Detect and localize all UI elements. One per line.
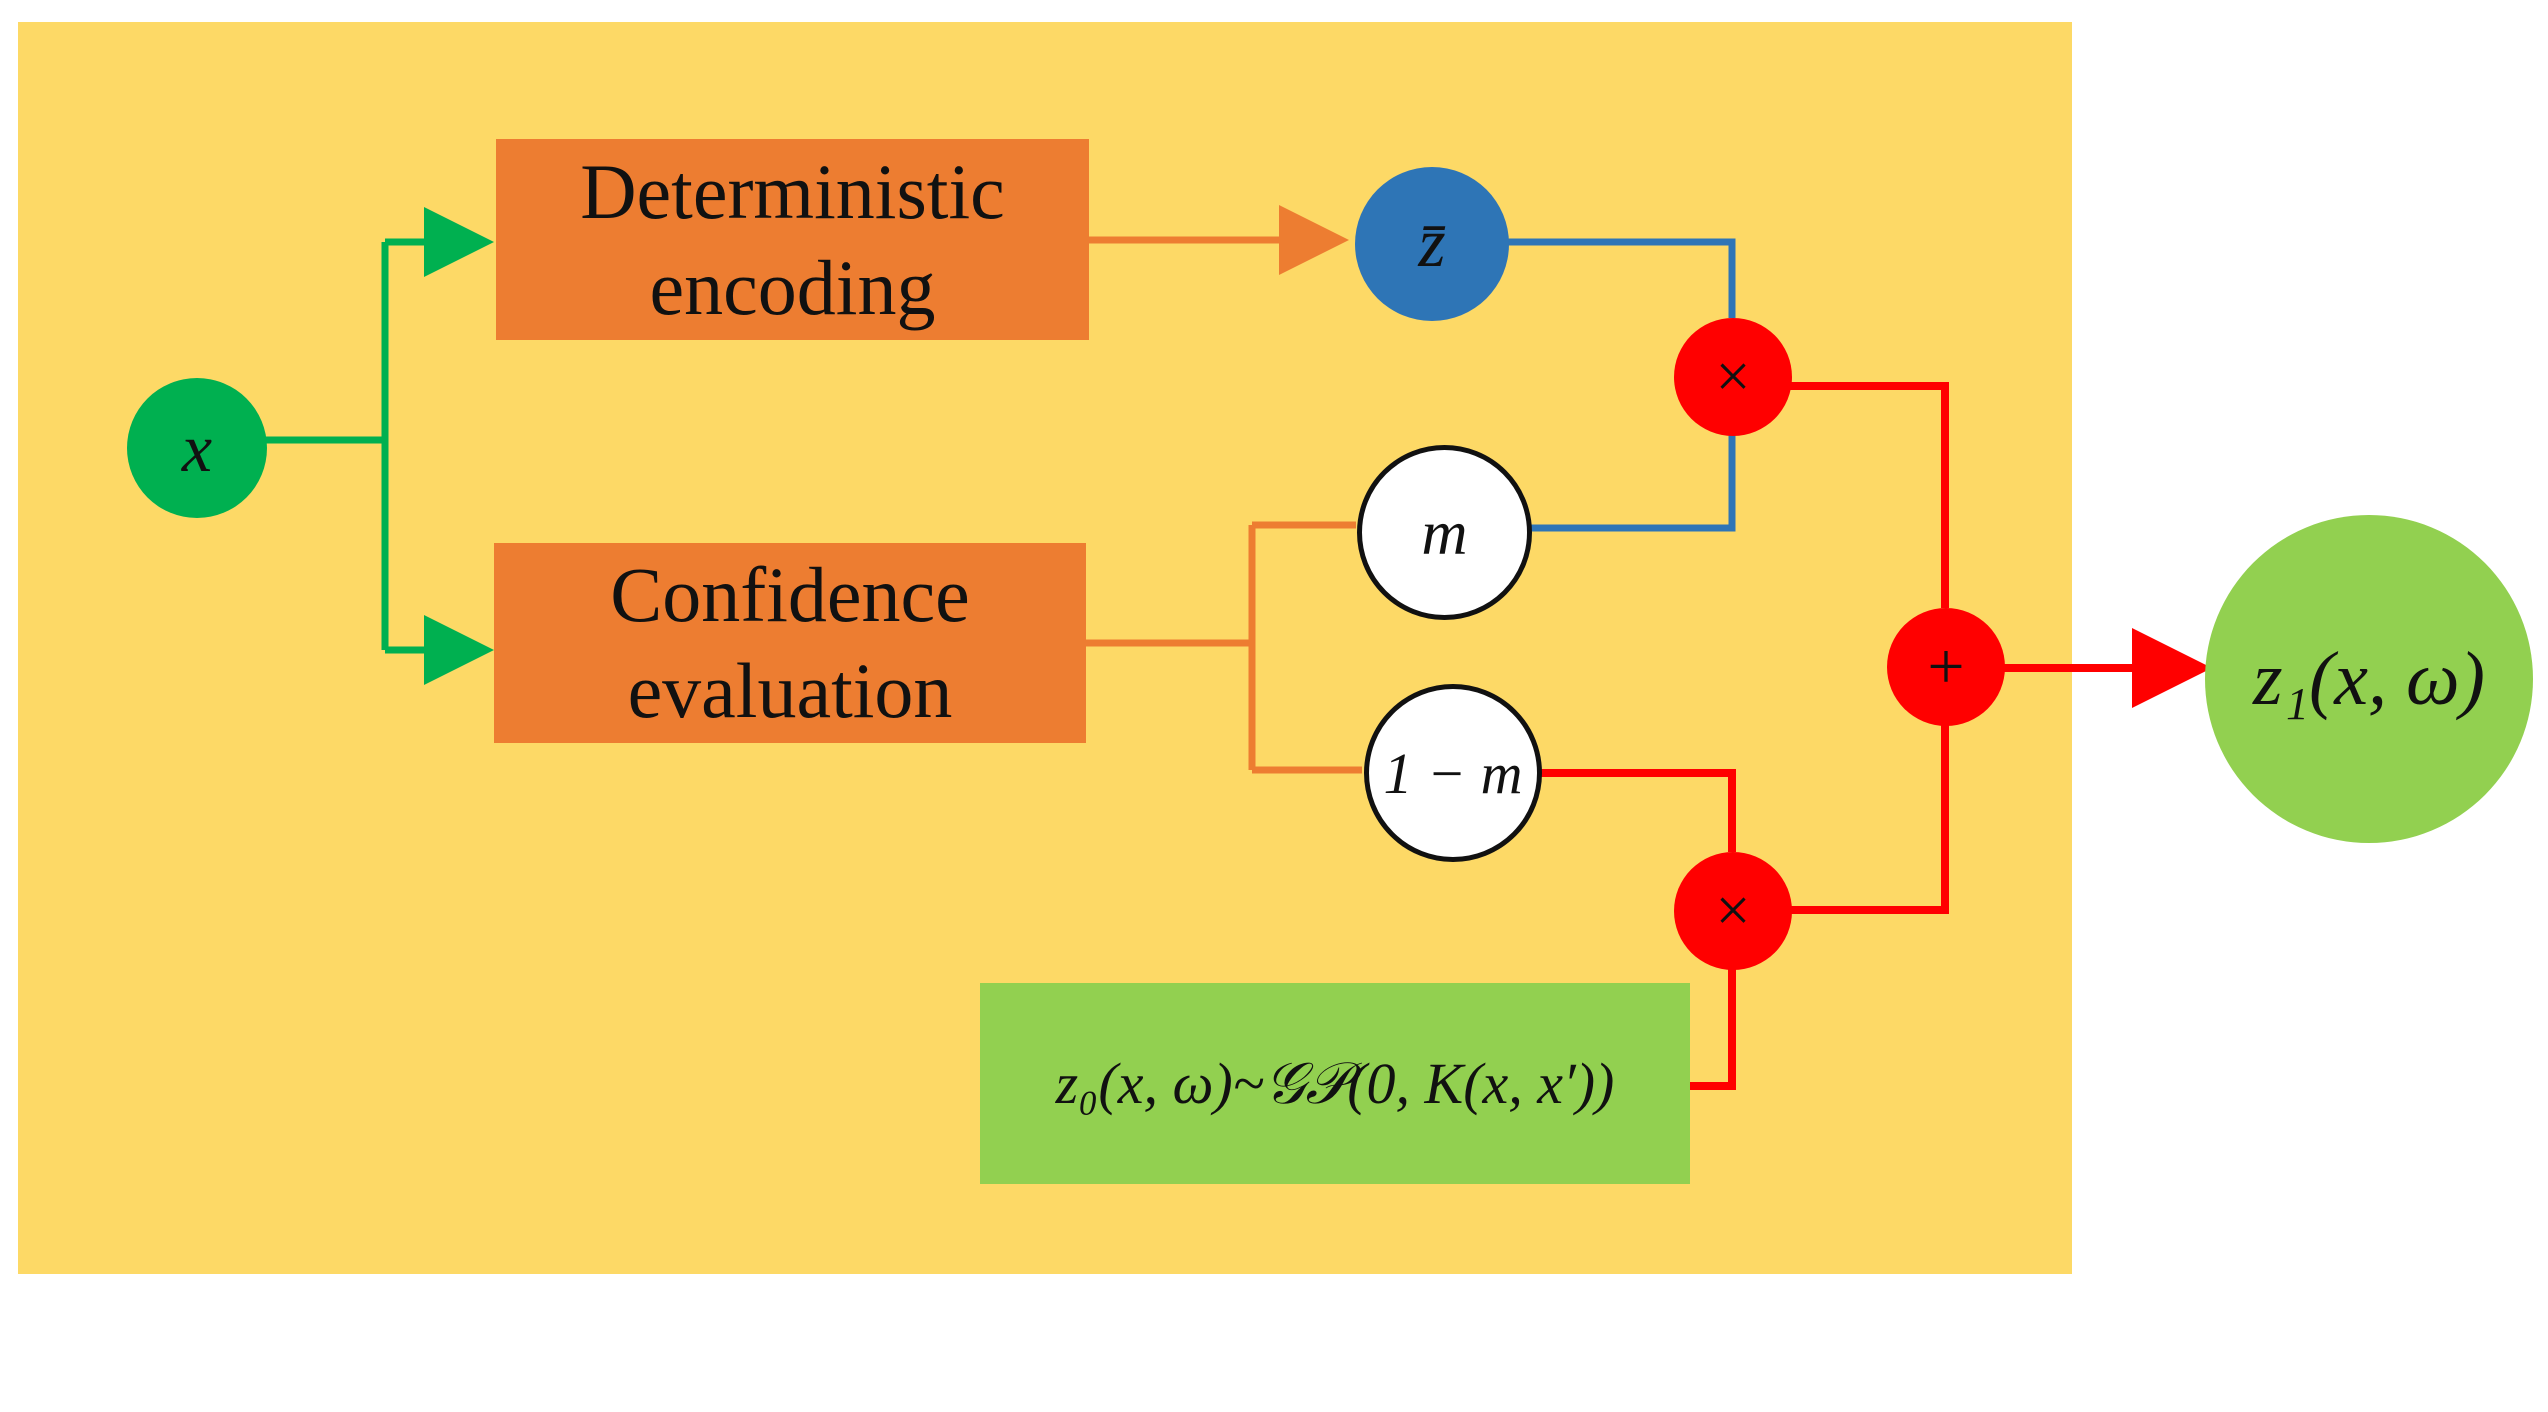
multiply-top-node: × bbox=[1674, 318, 1792, 436]
red-connectors bbox=[1538, 382, 2212, 1090]
one-minus-m-node: 1 − m bbox=[1364, 684, 1542, 862]
add-node: + bbox=[1887, 608, 2005, 726]
confidence-split-connector bbox=[1086, 521, 1362, 774]
one-minus-m-label: 1 − m bbox=[1383, 740, 1523, 806]
confidence-evaluation-line2: evaluation bbox=[627, 647, 953, 734]
output-z1-label: z₁(x, ω) bbox=[2252, 636, 2485, 721]
mask-m-node: m bbox=[1357, 445, 1532, 620]
input-x-label: x bbox=[181, 409, 213, 486]
multiply-top-symbol: × bbox=[1715, 342, 1751, 411]
deterministic-encoding-line2: encoding bbox=[649, 243, 936, 331]
input-split-connector bbox=[262, 207, 494, 685]
gaussian-process-prior-label: z₀(x, ω)~𝒢𝒫(0, K(x, x′)) bbox=[1055, 1050, 1615, 1116]
confidence-evaluation-line1: Confidence bbox=[610, 551, 970, 638]
zbar-node: z̄ bbox=[1355, 167, 1509, 321]
gaussian-process-prior-box: z₀(x, ω)~𝒢𝒫(0, K(x, x′)) bbox=[980, 983, 1690, 1184]
zbar-label: z̄ bbox=[1418, 205, 1446, 282]
output-z1-node: z₁(x, ω) bbox=[2205, 515, 2533, 843]
multiply-bottom-symbol: × bbox=[1715, 876, 1751, 945]
add-symbol: + bbox=[1927, 630, 1965, 703]
blue-multiply-inputs bbox=[1505, 238, 1736, 532]
deterministic-encoding-line1: Deterministic bbox=[580, 147, 1005, 235]
multiply-bottom-node: × bbox=[1674, 852, 1792, 970]
confidence-evaluation-box: Confidence evaluation bbox=[494, 543, 1086, 743]
deterministic-encoding-box: Deterministic encoding bbox=[496, 139, 1089, 340]
mask-m-label: m bbox=[1421, 496, 1468, 568]
input-x-node: x bbox=[127, 378, 267, 518]
